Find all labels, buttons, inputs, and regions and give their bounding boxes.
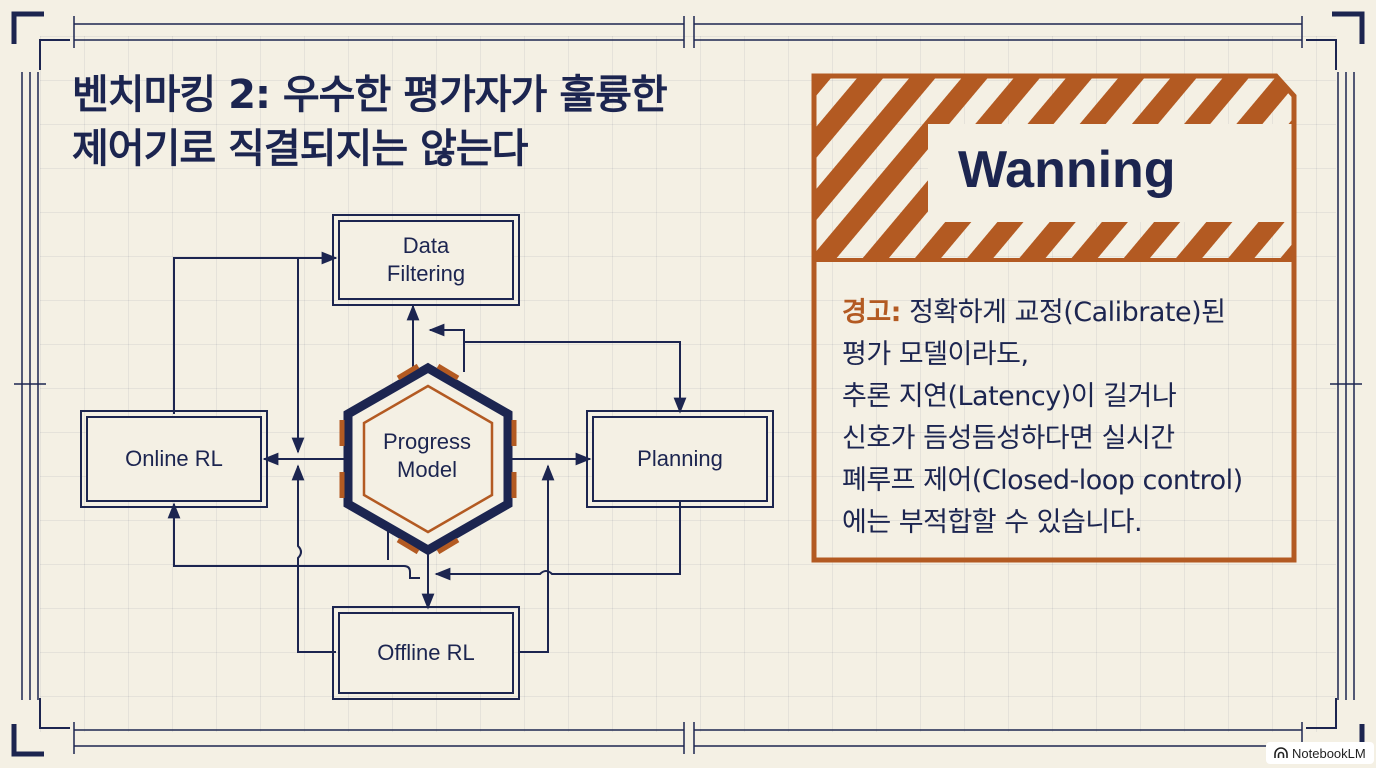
warning-line-1-text: 정확하게 교정(Calibrate)된 xyxy=(909,297,1226,328)
page-title: 벤치마킹 2: 우수한 평가자가 훌륭한 제어기로 직결되지는 않는다 xyxy=(72,68,792,176)
node-offline-rl-label: Offline RL xyxy=(377,640,475,665)
node-offline-rl: Offline RL xyxy=(332,606,520,700)
node-online-rl: Online RL xyxy=(80,410,268,508)
connector-model-loop xyxy=(428,323,465,372)
warning-line-4: 신호가 듬성듬성하다면 실시간 xyxy=(842,423,1175,454)
page-title-line-1: 벤치마킹 2: 우수한 평가자가 훌륭한 xyxy=(72,72,668,118)
page-title-line-2: 제어기로 직결되지는 않는다 xyxy=(72,126,528,172)
warning-line-5: 폐루프 제어(Closed-loop control) xyxy=(842,465,1243,496)
node-data-filtering-line-2: Filtering xyxy=(386,261,466,286)
node-planning-label: Planning xyxy=(637,446,723,471)
notebooklm-watermark: NotebookLM xyxy=(1266,742,1374,764)
connector-online-to-filtering xyxy=(173,251,338,414)
warning-message: 경고: 정확하게 교정(Calibrate)된 평가 모델이라도, 추론 지연(… xyxy=(842,292,1290,544)
warning-panel xyxy=(811,73,1297,563)
warning-line-2: 평가 모델이라도, xyxy=(842,339,1029,370)
warning-label: 경고: xyxy=(842,297,901,328)
connector-offline-left xyxy=(291,464,336,653)
node-progress-model-line-2: Model xyxy=(397,457,457,482)
warning-line-3: 추론 지연(Latency)이 길거나 xyxy=(842,381,1177,412)
warning-title: Wanning xyxy=(958,141,1176,199)
connector-online-bottom xyxy=(167,502,420,579)
node-planning: Planning xyxy=(586,410,774,508)
warning-line-1: 경고: 정확하게 교정(Calibrate)된 xyxy=(842,292,1290,334)
progress-model-hexagon xyxy=(339,362,517,556)
connector-planning-bottom xyxy=(434,502,681,581)
node-progress-model: Progress Model xyxy=(356,428,498,484)
node-progress-model-line-1: Progress xyxy=(382,429,472,454)
notebooklm-logo-icon xyxy=(1274,747,1288,758)
node-online-rl-label: Online RL xyxy=(125,446,223,471)
node-data-filtering-line-1: Data xyxy=(402,233,450,258)
node-data-filtering: Data Filtering xyxy=(332,214,520,306)
warning-line-6: 에는 부적합할 수 있습니다. xyxy=(842,507,1143,538)
connector-offline-right xyxy=(518,464,555,653)
connector-model-to-planning-top xyxy=(464,341,687,414)
watermark-text: NotebookLM xyxy=(1292,745,1366,761)
